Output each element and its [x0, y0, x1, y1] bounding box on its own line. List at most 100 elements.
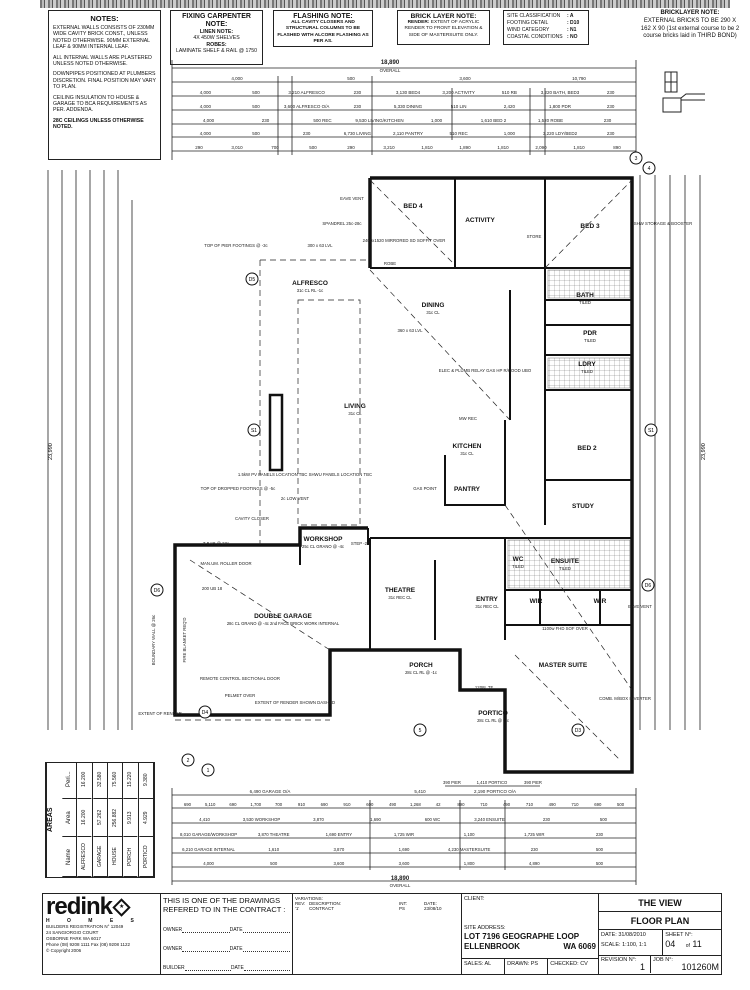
- client-panel: CLIENT: SITE ADDRESS: LOT 7196 GEOGRAPHE…: [462, 893, 599, 975]
- dimension-label: 1,810: [421, 145, 433, 150]
- plan-annotation: 300 x 63 LVL: [307, 243, 333, 248]
- dimension-label: 10,790: [572, 76, 586, 81]
- dimension-label: 2,110 PANTRY: [393, 131, 423, 136]
- room-label-entry: ENTRY: [476, 596, 498, 603]
- dimension-label: 5,410: [414, 789, 426, 794]
- plan-annotation: EXTENT OF RENDER: [138, 711, 181, 716]
- dimension-label: 1,800 PDR: [549, 104, 572, 109]
- dimension-label: 690: [594, 802, 602, 807]
- variation-cell: CONTRACT: [309, 906, 334, 911]
- dimension-label: 500: [309, 145, 317, 150]
- plan-annotation: 360 x 63 LVL: [397, 328, 423, 333]
- dimension-label: 3,600 ALFRESCO O/A: [284, 104, 330, 109]
- overall-label: OVERALL: [380, 68, 401, 73]
- dimension-label: 490: [503, 802, 511, 807]
- date-line: [242, 946, 291, 952]
- areas-cell: 16.200: [77, 761, 92, 799]
- section-marker-3: 3: [629, 151, 643, 165]
- areas-cell: 9.913: [123, 799, 138, 837]
- signature-line: [182, 946, 230, 952]
- site-row: FOOTING DETAIL : D10: [507, 20, 585, 27]
- dimension-label: 3,200 ACTIVITY: [442, 90, 475, 95]
- dimension-label: 1,000: [431, 118, 443, 123]
- site-value: : D10: [567, 20, 580, 26]
- drawing-info-panel: THE VIEW FLOOR PLAN DATE: 31/08/2010 SCA…: [599, 893, 722, 975]
- builder-info-line: Phone (08) 9208 1111 Fax (08) 9208 1122: [46, 942, 130, 947]
- room-label-kitchen: KITCHEN: [453, 443, 482, 450]
- variations-header-cell: INT:: [399, 901, 408, 906]
- flashing-text: ALL CAVITY CLOSERS AND STRUCTURAL COLUMN…: [277, 20, 369, 45]
- note-5: 28c CEILINGS UNLESS OTHERWISE NOTED.: [53, 117, 144, 131]
- dimension-label: 1,610: [268, 847, 279, 852]
- room-sublabel: TILED: [512, 564, 524, 569]
- builder-info-line: OSBORNE PARK WA 6017: [46, 936, 102, 941]
- room-sublabel: 31c CL: [348, 411, 362, 416]
- sheet-field: SHEET N°: 04 of 11: [665, 932, 702, 949]
- room-sublabel: 31c CL: [460, 451, 474, 456]
- dimension-label: 230: [607, 104, 615, 109]
- room-label-bed-2: BED 2: [577, 445, 597, 452]
- site-key: FOOTING DETAIL: [507, 20, 549, 26]
- dimension-label: 290: [347, 145, 355, 150]
- dimension-label: 230: [596, 832, 604, 837]
- dimension-label: 890: [457, 802, 465, 807]
- dimension-label: 690: [184, 802, 192, 807]
- dimension-label: 500: [600, 817, 608, 822]
- dimension-label: 2,420: [504, 104, 516, 109]
- dimension-label: 500 REC: [313, 118, 332, 123]
- variations-header-cell: REV:: [295, 901, 306, 906]
- room-sublabel: 28c CL GRANO @ -4c 2nd FACE BRICK WORK I…: [227, 621, 340, 626]
- variations-header-cell: DATE:: [424, 901, 437, 906]
- dimension-label: 1,690: [399, 847, 410, 852]
- dimension-label: 500: [252, 90, 260, 95]
- plan-annotation: PELMET OVER: [225, 693, 256, 698]
- dimension-label: 3,240 ENSUITE: [474, 817, 505, 822]
- dimension-label: 1,810: [573, 145, 585, 150]
- bricklayer-right-title: BRICKLAYER NOTE:: [660, 10, 720, 16]
- dimension-label: 4,000: [200, 104, 212, 109]
- signature-label: BUILDER: [163, 965, 185, 971]
- dimension-label: 3,210 ALFRESCO: [288, 90, 325, 95]
- room-label-porch: PORCH: [409, 662, 433, 669]
- dimension-label: 1,268: [410, 802, 421, 807]
- client-label: CLIENT:: [464, 896, 485, 902]
- room-sublabel: 31c REC CL: [388, 595, 412, 600]
- checked-field: CHECKED: CV: [550, 961, 588, 967]
- dimension-label: 1,725 WIR: [524, 832, 544, 837]
- render-label: RENDER:: [407, 20, 430, 25]
- revision-field: REVISION N°:1: [599, 956, 651, 973]
- room-sublabel: 28c CL RL @ -1c: [477, 718, 509, 723]
- dimension-label: 1,610 BED 2: [481, 118, 507, 123]
- plan-annotation: REMOTE CONTROL SECTIONAL DOOR: [200, 676, 280, 681]
- plan-annotation: 2400x1520 MIRRORED SD SOFFIT OVER: [363, 238, 446, 243]
- room-label-alfresco: ALFRESCO: [292, 280, 328, 287]
- portico-dim: 390 PIER: [524, 780, 542, 785]
- dimension-label: 490: [549, 802, 557, 807]
- variations-panel: VARIATIONS: REV:DESCRIPTION:INT:DATE:'1'…: [293, 893, 462, 975]
- sales-field: SALES: AL: [462, 959, 506, 974]
- room-label-workshop: WORKSHOP: [304, 536, 344, 543]
- dimension-label: 1,690: [370, 817, 381, 822]
- overall-dim: 18,890: [391, 876, 410, 882]
- dimension-label: 910: [343, 802, 351, 807]
- areas-header: Area: [62, 799, 77, 837]
- room-label-wc: WC: [513, 556, 524, 563]
- plan-annotation: MW REC: [459, 416, 477, 421]
- dimension-label: 600 WC: [425, 817, 441, 822]
- brick-layer-note: BRICK LAYER NOTE: RENDER: EXTENT OF ACRY…: [397, 10, 490, 45]
- room-label-double-garage: DOUBLE GARAGE: [254, 613, 312, 620]
- plan-annotation: 1.5kW PV PANELS LOCATION TBC SHWU PANELS…: [238, 472, 372, 477]
- signature-label: OWNER: [163, 946, 183, 952]
- dimension-label: 690: [229, 802, 237, 807]
- overall-label: OVERALL: [390, 883, 411, 888]
- dimension-label: 3,600: [459, 76, 471, 81]
- portico-dim: 390 PIER: [443, 780, 461, 785]
- dimension-label: 3,220 BATH, BED3: [541, 90, 580, 95]
- dimension-label: 3,870: [333, 847, 344, 852]
- variations-header: REV:DESCRIPTION:INT:DATE:: [295, 901, 459, 906]
- areas-cell: 9.380: [138, 761, 153, 799]
